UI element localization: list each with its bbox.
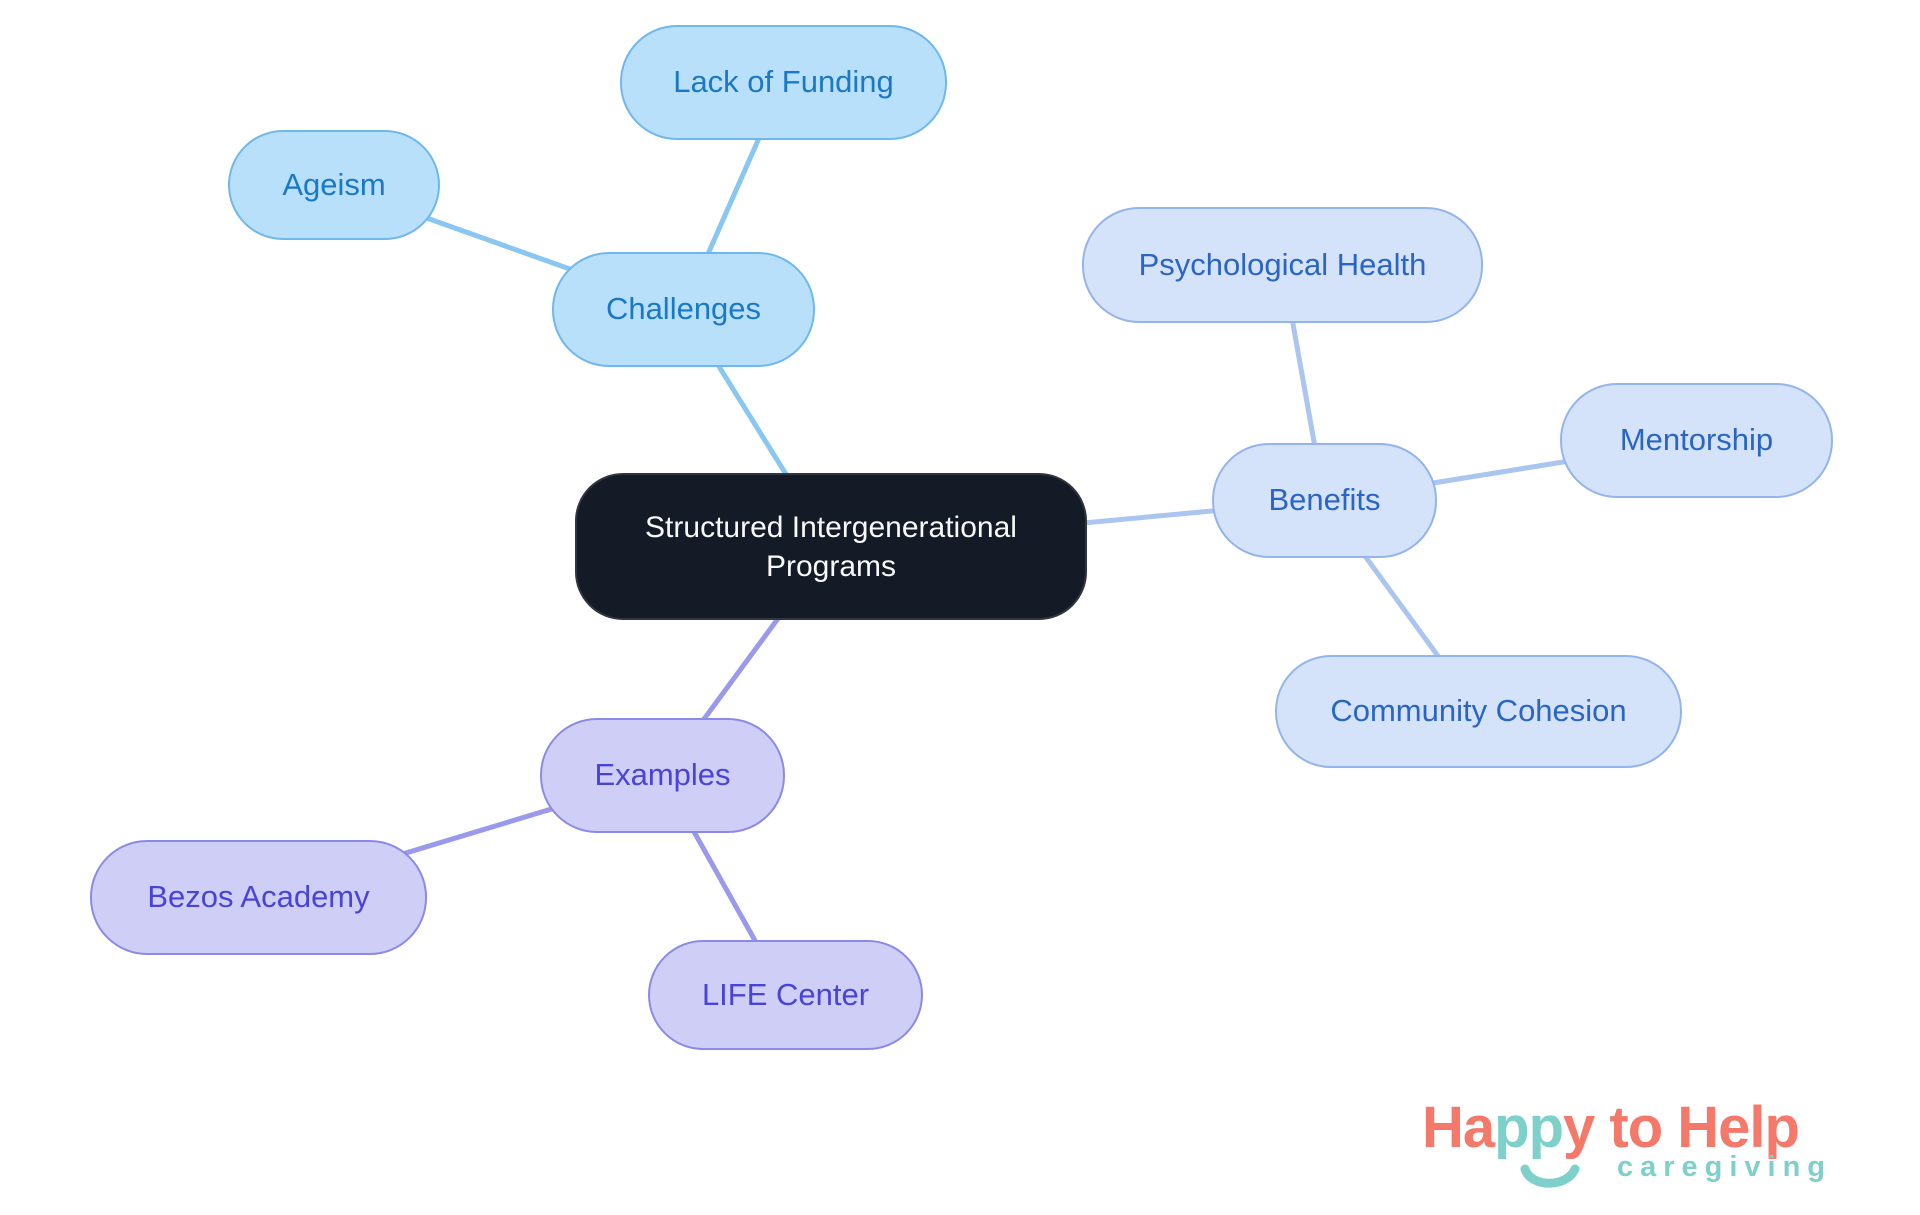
node-mentorship: Mentorship (1560, 383, 1833, 498)
node-central: Structured Intergenerational Programs (575, 473, 1087, 620)
smile-icon (1520, 1164, 1580, 1188)
node-label-benefits: Benefits (1268, 482, 1381, 518)
logo-text-y-to-help: y to Help (1563, 1095, 1800, 1160)
logo-wordmark: Happy to Help (1422, 1096, 1882, 1160)
node-community-cohesion: Community Cohesion (1275, 655, 1682, 768)
node-label-bezos-academy: Bezos Academy (147, 879, 370, 915)
node-life-center: LIFE Center (648, 940, 923, 1050)
happy-to-help-logo: Happy to Help caregiving (1422, 1096, 1882, 1188)
node-label-psychological-health: Psychological Health (1138, 246, 1427, 282)
node-label-examples: Examples (594, 757, 731, 793)
smile-path (1520, 1164, 1580, 1188)
node-lack-of-funding: Lack of Funding (620, 25, 947, 140)
node-label-lack-of-funding: Lack of Funding (673, 64, 894, 100)
node-challenges: Challenges (552, 252, 815, 367)
node-label-community-cohesion: Community Cohesion (1330, 693, 1627, 729)
logo-subtitle: caregiving (1616, 1150, 1832, 1183)
node-label-central: Structured Intergenerational Programs (645, 510, 1017, 583)
logo-text-ha: Ha (1422, 1095, 1495, 1160)
node-label-life-center: LIFE Center (701, 976, 870, 1012)
node-benefits: Benefits (1212, 443, 1437, 558)
logo-text-pp: pp (1494, 1095, 1564, 1160)
node-bezos-academy: Bezos Academy (90, 840, 427, 955)
node-psychological-health: Psychological Health (1082, 207, 1483, 323)
node-label-mentorship: Mentorship (1619, 422, 1774, 458)
node-label-challenges: Challenges (605, 291, 762, 327)
node-ageism: Ageism (228, 130, 440, 240)
node-label-ageism: Ageism (282, 166, 386, 202)
node-examples: Examples (540, 718, 785, 833)
